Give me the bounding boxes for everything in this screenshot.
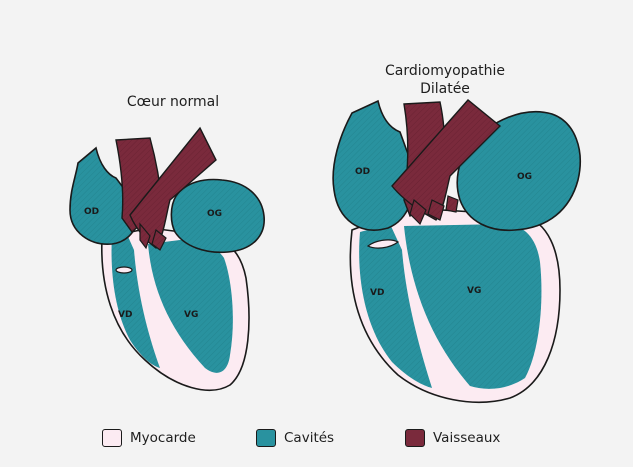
label-vd-normal: VD [118, 310, 132, 320]
legend-swatch-vaisseaux [405, 429, 425, 447]
legend-item-myocarde: Myocarde [102, 427, 196, 449]
label-vg-normal: VG [184, 310, 198, 320]
legend-label-myocarde: Myocarde [130, 430, 196, 446]
dilated-heart [333, 100, 580, 402]
label-vg-dilated: VG [467, 286, 481, 296]
legend-item-vaisseaux: Vaisseaux [405, 427, 500, 449]
dilated-right-atrium [333, 101, 414, 230]
legend-label-vaisseaux: Vaisseaux [433, 430, 500, 446]
legend-item-cavites: Cavités [256, 427, 334, 449]
legend-label-cavites: Cavités [284, 430, 334, 446]
label-og-normal: OG [207, 209, 222, 219]
label-og-dilated: OG [517, 172, 532, 182]
legend-swatch-cavites [256, 429, 276, 447]
legend-swatch-myocarde [102, 429, 122, 447]
normal-heart [70, 128, 264, 390]
label-vd-dilated: VD [370, 288, 384, 298]
label-od-dilated: OD [355, 167, 370, 177]
normal-valve [116, 267, 132, 273]
label-od-normal: OD [84, 207, 99, 217]
